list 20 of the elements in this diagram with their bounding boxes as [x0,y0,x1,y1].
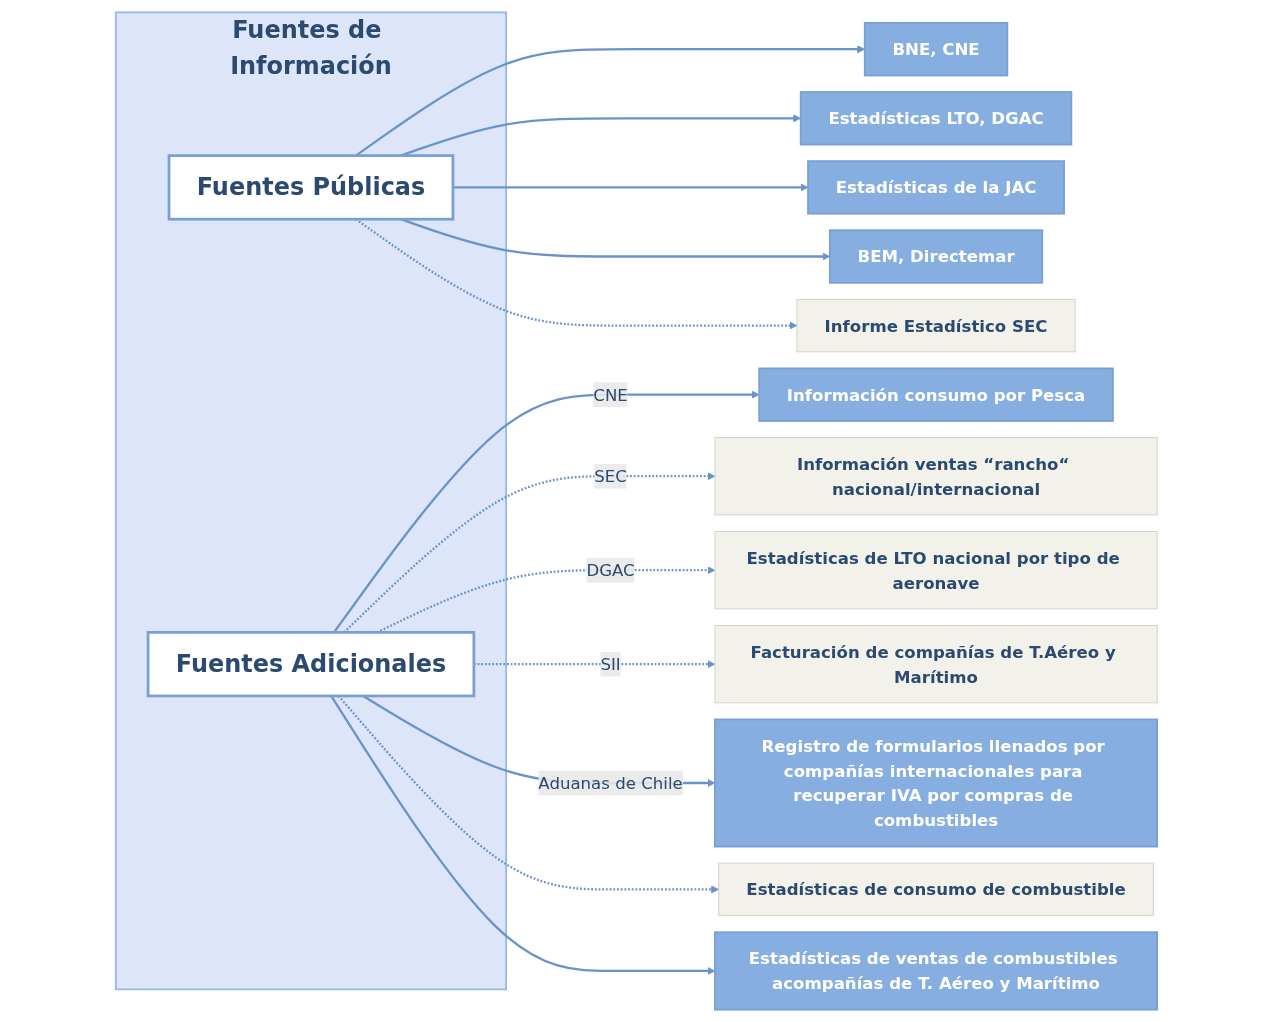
node-box: BEM, Directemar [828,229,1044,284]
node-box: Estadísticas de ventas de combustibles acompañías de T. Aéreo y Marítimo [714,931,1159,1011]
node-box: Estadísticas LTO, DGAC [799,91,1073,146]
node-box: Estadísticas de la JAC [807,160,1065,215]
node-box: Facturación de compañías de T.Aéreo y Marítimo [714,625,1158,704]
node-box: BNE, CNE [863,22,1009,77]
node-box: Informe Estadístico SEC [796,298,1076,353]
node-box: Fuentes Adicionales [146,631,476,698]
edge-label: SII [600,654,621,674]
edge-label: SEC [594,466,627,486]
node-box: Fuentes Públicas [167,154,455,221]
node-box: Registro de formularios llenados por compañías internacionales para recuperar IVA por compras de combustibles [714,718,1159,848]
node-box: Estadísticas de consumo de combustible [718,862,1154,917]
node-box: Estadísticas de LTO nacional por tipo de aeronave [714,531,1158,610]
arrow [452,183,809,192]
edge-label: DGAC [586,560,635,580]
edge-label: CNE [593,385,628,405]
node-box: Información ventas “rancho“ nacional/internacional [714,437,1158,516]
edge-label: Aduanas de Chile [538,773,683,793]
node-box: Información consumo por Pesca [758,367,1114,422]
